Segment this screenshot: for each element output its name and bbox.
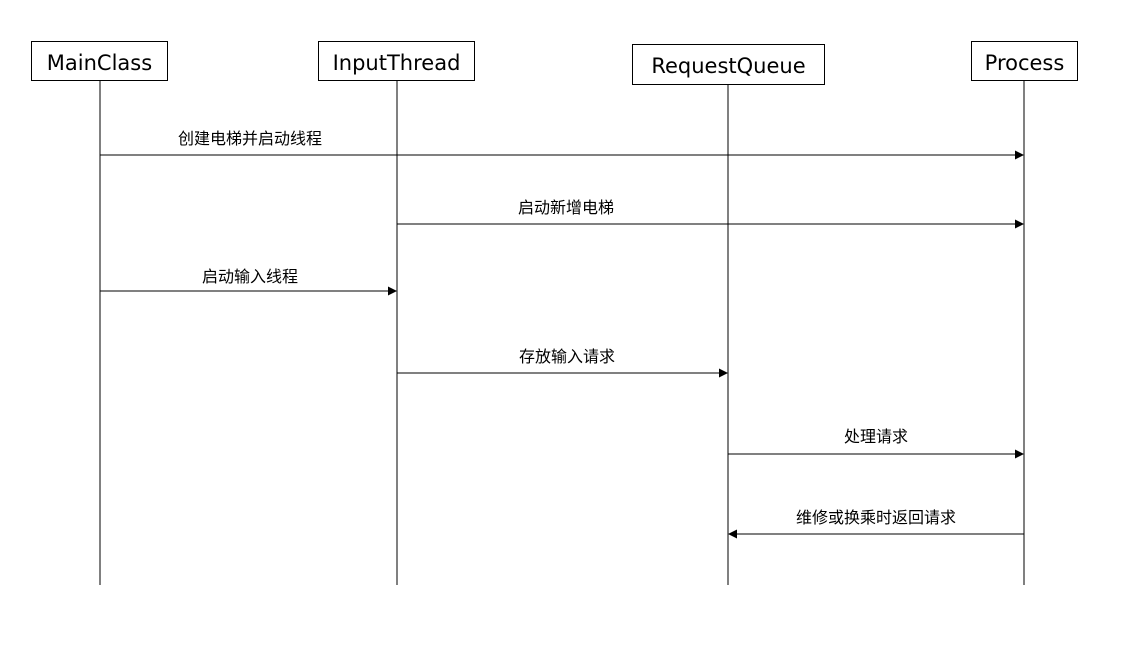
participant-label: InputThread [333,51,461,75]
arrowhead-icon [1015,449,1024,459]
message-start-new-elevator: 启动新增电梯 [397,198,1024,229]
arrowhead-icon [1015,219,1024,229]
arrowhead-icon [1015,150,1024,160]
message-label: 处理请求 [844,427,908,446]
participant-box [318,41,475,81]
message-label: 存放输入请求 [519,347,615,366]
participant-process: Process [971,41,1078,81]
arrowhead-icon [719,368,728,378]
message-label: 维修或换乘时返回请求 [796,508,956,527]
participant-requestqueue: RequestQueue [632,44,825,85]
message-label: 创建电梯并启动线程 [178,129,322,148]
message-store-input-request: 存放输入请求 [397,347,728,378]
message-return-request: 维修或换乘时返回请求 [728,508,1024,539]
arrowhead-icon [728,529,737,539]
participant-box [632,44,825,85]
message-label: 启动输入线程 [202,267,298,286]
participant-mainclass: MainClass [31,41,168,81]
message-create-elevators: 创建电梯并启动线程 [100,129,1024,160]
participant-box [31,41,168,81]
arrowhead-icon [388,286,397,296]
participant-label: MainClass [47,51,152,75]
message-process-request: 处理请求 [728,427,1024,459]
participant-box [971,41,1078,81]
participant-inputthread: InputThread [318,41,475,81]
participant-label: Process [985,51,1065,75]
message-start-input-thread: 启动输入线程 [100,267,397,296]
message-label: 启动新增电梯 [518,198,614,217]
participant-label: RequestQueue [651,54,805,78]
